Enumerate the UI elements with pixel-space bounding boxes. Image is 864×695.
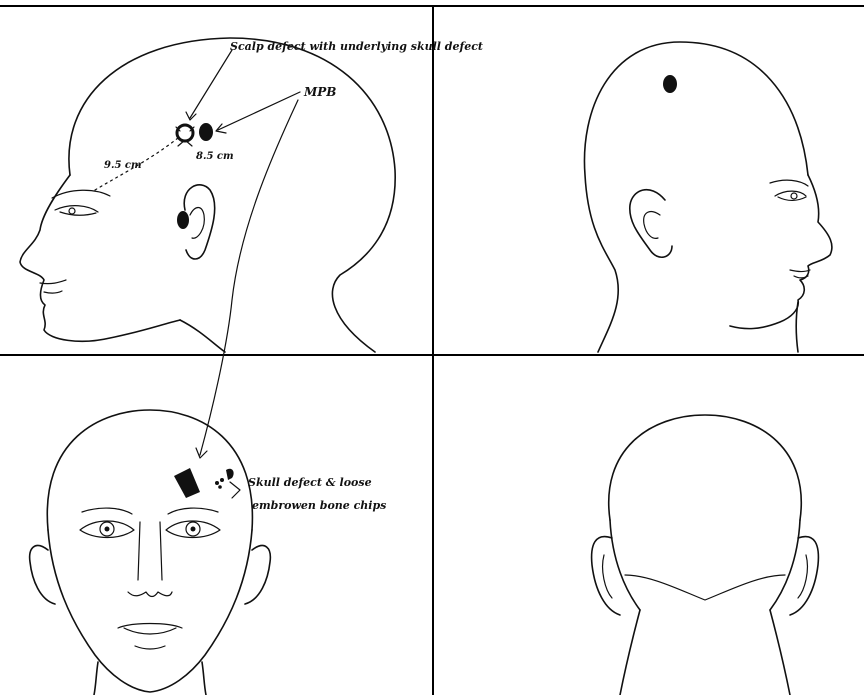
vertex-defect-marker: [663, 75, 677, 93]
annotation-distance-b: 8.5 cm: [196, 151, 234, 162]
head-back-view: [592, 415, 819, 695]
head-front-view: Skull defect & loose embrowen bone chips: [30, 410, 387, 695]
mpb-marker: [199, 123, 213, 141]
scalp-defect-marker: [176, 125, 194, 146]
panel-grid: [0, 6, 864, 695]
head-left-profile: Scalp defect with underlying skull defec…: [20, 38, 483, 458]
annotation-mpb: MPB: [303, 85, 336, 99]
ear-canal-shading: [177, 211, 189, 229]
head-right-profile: [584, 42, 831, 352]
annotation-skull-defect-line1: Skull defect & loose: [248, 476, 372, 489]
bone-chips-marker: [215, 469, 240, 498]
annotation-scalp-defect: Scalp defect with underlying skull defec…: [230, 40, 483, 53]
annotation-skull-defect-line2: embrowen bone chips: [252, 499, 386, 512]
annotation-distance-a: 9.5 cm: [104, 160, 142, 171]
skull-defect-marker: [174, 468, 200, 498]
